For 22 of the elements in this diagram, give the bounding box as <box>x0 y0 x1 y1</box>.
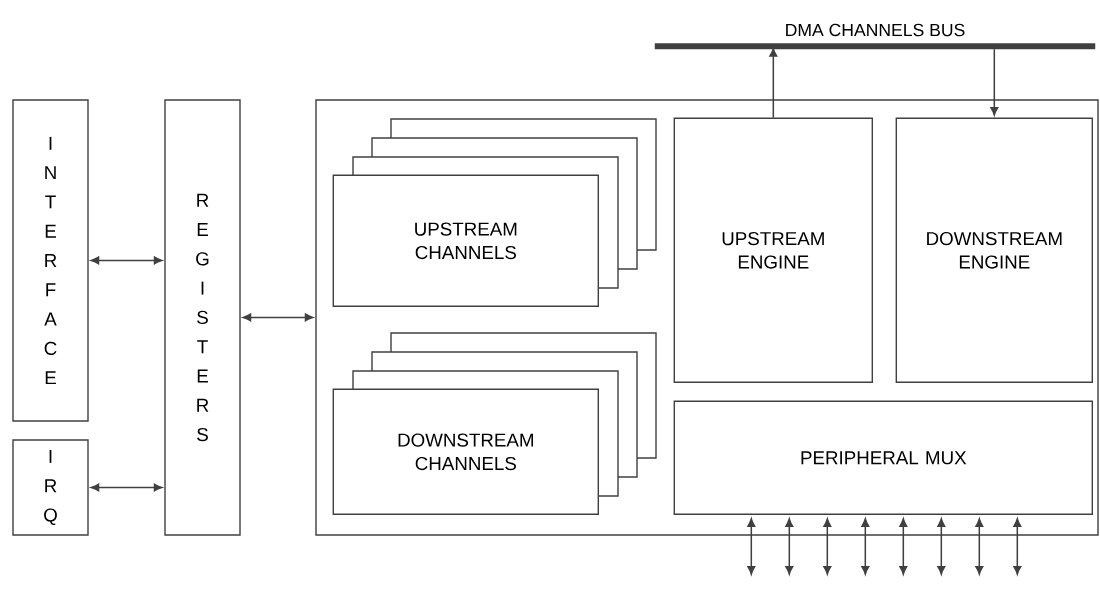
block-box: IRQ <box>12 439 89 536</box>
arrow <box>785 518 794 575</box>
arrow <box>242 313 314 322</box>
stacked-box: UPSTREAM CHANNELS <box>332 118 657 307</box>
arrow <box>899 518 908 575</box>
stacked-box: DOWNSTREAM CHANNELS <box>332 332 657 515</box>
block-box: INTERFACE <box>12 99 89 422</box>
bus-line: DMA CHANNELS BUS <box>654 23 1096 50</box>
arrow <box>861 518 870 575</box>
arrow <box>990 48 999 116</box>
arrow <box>937 518 946 575</box>
arrow <box>90 256 163 265</box>
arrow <box>975 518 984 575</box>
arrow <box>769 48 778 119</box>
block-box: UPSTREAM ENGINE <box>673 117 873 383</box>
arrow <box>1013 518 1022 575</box>
arrow <box>747 518 756 575</box>
block-box: REGISTERS <box>164 99 241 536</box>
block-box: PERIPHERAL MUX <box>673 400 1093 515</box>
arrow <box>90 483 163 492</box>
block-box: DOWNSTREAM ENGINE <box>895 117 1093 383</box>
arrow <box>823 518 832 575</box>
